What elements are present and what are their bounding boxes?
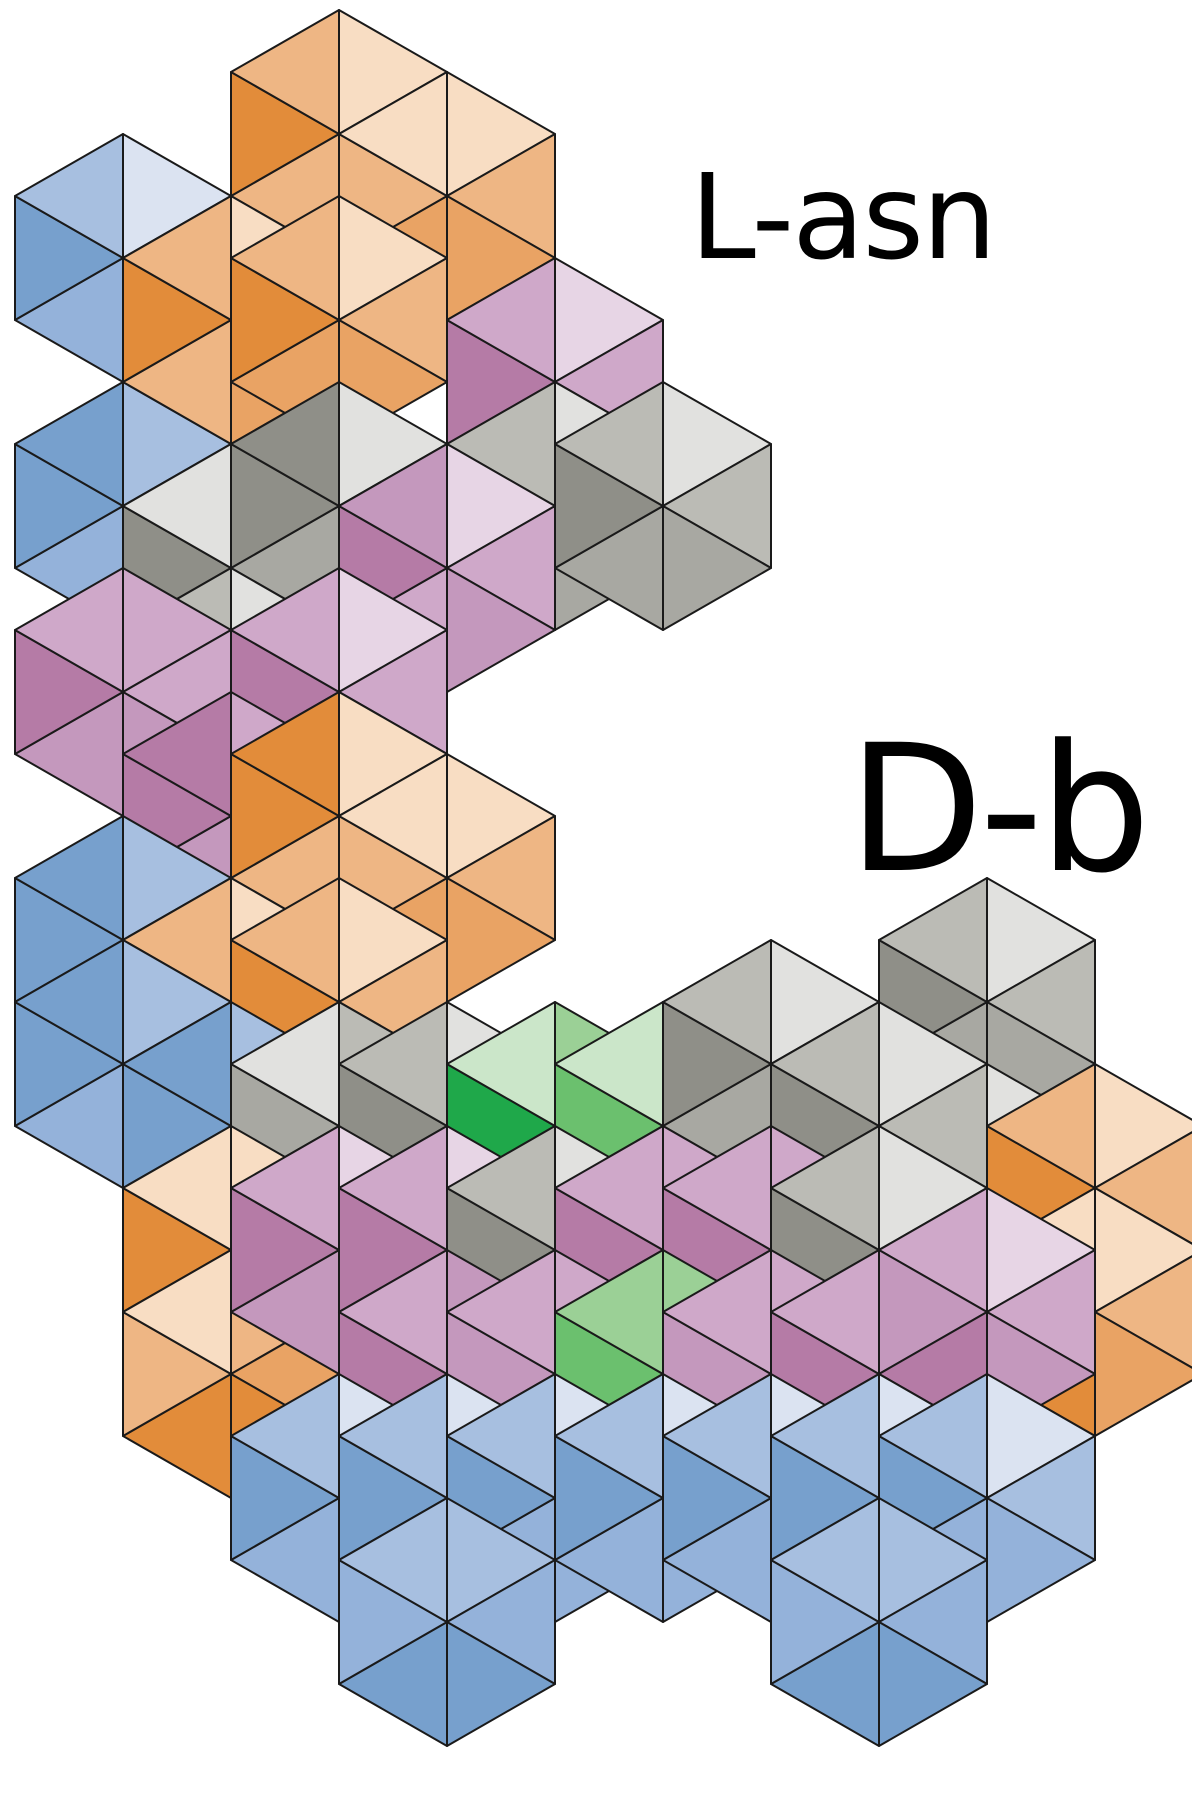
label-l-asn: L-asn — [690, 158, 995, 276]
label-d-b: D-b — [848, 722, 1147, 898]
